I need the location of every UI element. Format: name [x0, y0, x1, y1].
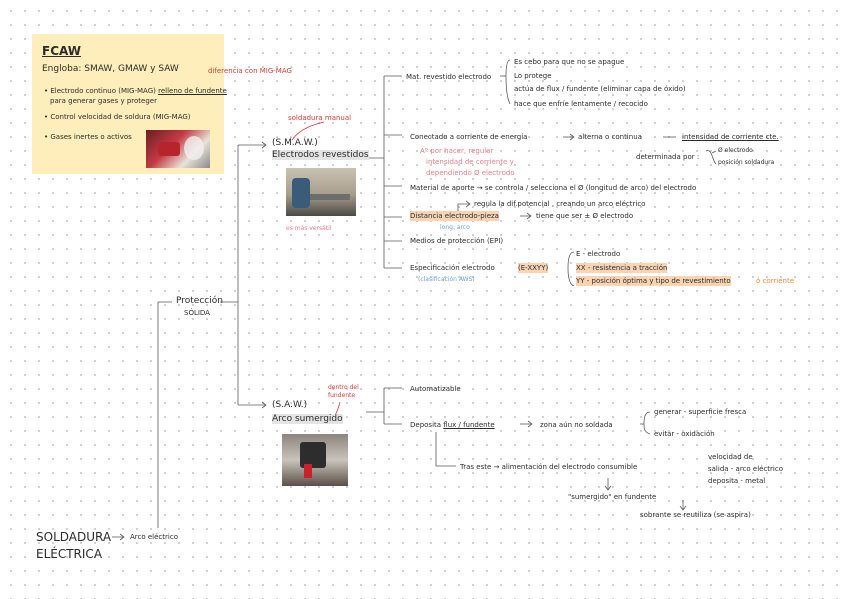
det-item-1: Ø electrodo	[718, 147, 753, 154]
mat-item-4: hace que enfríe lentamente / recocido	[514, 100, 648, 108]
proteccion-label: Protección	[176, 296, 223, 306]
evitar-label: evitar - oxidación	[654, 430, 715, 438]
espec-item-3: YY - posición óptima y tipo de revestimi…	[576, 276, 731, 286]
tras-label: Tras este → alimentación del electrodo c…	[460, 463, 638, 471]
espec-item-1: E - electrodo	[576, 250, 621, 258]
bullet-1-text: • Electrodo continuo (MIG-MAG) relleno d…	[44, 87, 227, 95]
sobrante-label: sobrante se reutiliza (se aspira)	[640, 511, 751, 519]
saw-code: (S.A.W.)	[272, 400, 308, 410]
deposita-label: Deposita flux / fundente	[410, 421, 495, 429]
smaw-code: (S.M.A.W.)	[272, 138, 318, 148]
sumergido-label: "sumergido" en fundente	[568, 493, 657, 501]
smaw-photo	[286, 168, 356, 216]
root-title-2: ELÉCTRICA	[36, 547, 103, 561]
mat-item-2: Lo protege	[514, 72, 552, 80]
engloba-text: Engloba: SMAW, GMAW y SAW	[42, 64, 179, 74]
smaw-caption: es más versátil	[286, 225, 332, 232]
vel-item-3: deposita - metal	[708, 477, 766, 485]
espec-item-2: XX - resistencia a tracción	[576, 263, 668, 273]
mat-revestido-label: Mat. revestido electrodo	[406, 73, 492, 81]
determinada-label: determinada por :	[636, 153, 700, 161]
solida-label: SÓLIDA	[184, 309, 210, 317]
pink-note-2: intensidad de corriente y	[426, 158, 514, 166]
tiene-label: tiene que ser ± Ø electrodo	[536, 212, 634, 220]
intensidad-label: intensidad de corriente cte.	[682, 133, 779, 141]
o-corriente: ó corriente	[756, 277, 795, 285]
medios-label: Medios de protección (EPI)	[410, 237, 504, 245]
saw-photo	[282, 434, 348, 486]
espec-code: (E-XXYY)	[518, 263, 549, 273]
root-title-1: SOLDADURA	[36, 530, 112, 544]
diferencia-note: diferencia con MIG-MAG	[208, 67, 292, 75]
clasif-label: (clasificación AWS)	[418, 276, 475, 283]
mat-item-3: actúa de flux / fundente (eliminar capa …	[514, 85, 686, 93]
fcaw-photo	[146, 130, 210, 168]
pink-note-3: dependiendo Ø electrodo	[426, 169, 515, 177]
regula-label: regula la dif.potencial , creando un arc…	[474, 200, 646, 208]
long-arco-label: long. arco	[440, 224, 470, 231]
det-item-2: posición soldadura	[718, 159, 775, 166]
vel-item-2: salida - arco eléctrico	[708, 465, 784, 473]
distancia-label: Distancia electrodo-pieza	[410, 211, 499, 221]
pink-note-1: Aº por hacer, regular	[420, 147, 494, 155]
generar-label: generar - superficie fresca	[654, 408, 747, 416]
mat-item-1: Es cebo para que no se apague	[514, 58, 625, 66]
fcaw-title: FCAW	[42, 44, 81, 58]
espec-label: Especificación electrodo	[410, 264, 495, 272]
automatizable-label: Automatizable	[410, 385, 461, 393]
bullet-1-cont: para generar gases y proteger	[50, 97, 157, 105]
bullet-3-text: • Gases inertes o activos	[44, 133, 132, 141]
bullet-2-text: • Control velocidad de soldura (MIG-MAG)	[44, 113, 191, 121]
smaw-title: Electrodos revestidos	[272, 150, 369, 160]
smaw-soldadura-manual: soldadura manual	[288, 114, 352, 122]
alterna-label: alterna o continua	[578, 133, 642, 141]
material-aporte: Material de aporte → se controla / selec…	[410, 184, 697, 192]
saw-title: Arco sumergido	[272, 414, 343, 424]
zona-label: zona aún no soldada	[540, 421, 613, 429]
vel-item-1: velocidad de	[708, 453, 753, 461]
arco-electrico: Arco eléctrico	[130, 533, 178, 541]
conectado-label: Conectado a corriente de energía	[410, 133, 528, 141]
saw-dentro-fundente: dentro del fundente	[328, 384, 359, 399]
